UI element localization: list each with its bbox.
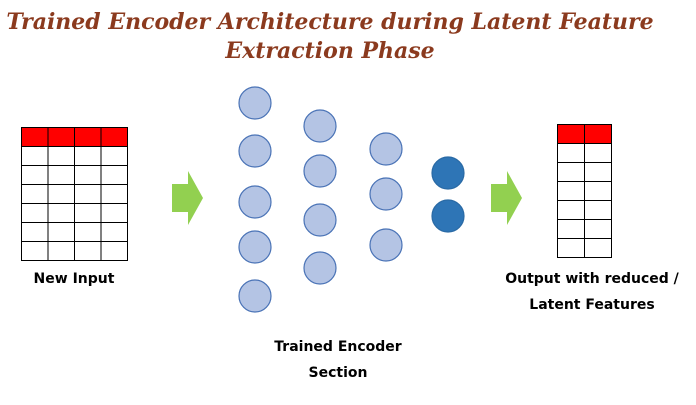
neuron bbox=[303, 251, 337, 285]
input-label: New Input bbox=[22, 266, 126, 292]
output-table-cell bbox=[584, 162, 612, 182]
encoder-label-line-2: Section bbox=[308, 365, 368, 381]
input-table-cell bbox=[47, 146, 75, 166]
input-table-header-cell bbox=[74, 127, 102, 147]
neuron bbox=[369, 132, 403, 166]
input-table-header-cell bbox=[21, 127, 49, 147]
input-table bbox=[21, 127, 128, 261]
output-table-cell bbox=[584, 143, 612, 163]
input-table-cell bbox=[74, 146, 102, 166]
input-table-cell bbox=[21, 184, 49, 204]
output-table-cell bbox=[584, 200, 612, 220]
input-table-cell bbox=[100, 165, 128, 185]
output-table-cell bbox=[557, 200, 585, 220]
output-table-cell bbox=[584, 219, 612, 239]
input-table-cell bbox=[47, 203, 75, 223]
input-table-cell bbox=[74, 184, 102, 204]
output-table-cell bbox=[584, 181, 612, 201]
neuron bbox=[238, 279, 272, 313]
title-line-1: Trained Encoder Architecture during Late… bbox=[6, 9, 654, 35]
title-line-2: Extraction Phase bbox=[225, 38, 435, 64]
output-table-cell bbox=[557, 162, 585, 182]
encoder-network bbox=[238, 86, 465, 313]
neuron bbox=[238, 230, 272, 264]
input-table-cell bbox=[74, 203, 102, 223]
encoder-label: Trained Encoder Section bbox=[258, 334, 418, 386]
input-table-cell bbox=[47, 165, 75, 185]
input-table-cell bbox=[21, 146, 49, 166]
neuron bbox=[303, 203, 337, 237]
neuron bbox=[303, 154, 337, 188]
output-table bbox=[557, 124, 612, 258]
encoder-label-line-1: Trained Encoder bbox=[274, 339, 402, 355]
neuron bbox=[238, 134, 272, 168]
output-table-header-cell bbox=[557, 124, 585, 144]
input-table-cell bbox=[21, 203, 49, 223]
input-label-text: New Input bbox=[33, 271, 115, 287]
input-table-cell bbox=[100, 241, 128, 261]
input-table-cell bbox=[100, 184, 128, 204]
diagram-title: Trained Encoder Architecture during Late… bbox=[0, 8, 660, 66]
input-table-cell bbox=[100, 203, 128, 223]
input-table-cell bbox=[74, 222, 102, 242]
input-table-cell bbox=[21, 222, 49, 242]
latent-neuron bbox=[431, 199, 465, 233]
neuron bbox=[238, 86, 272, 120]
right-arrow-icon bbox=[491, 171, 522, 225]
input-table-cell bbox=[100, 146, 128, 166]
output-table-header-cell bbox=[584, 124, 612, 144]
input-table-cell bbox=[47, 184, 75, 204]
output-table-cell bbox=[557, 219, 585, 239]
input-table-header-cell bbox=[47, 127, 75, 147]
input-table-cell bbox=[47, 241, 75, 261]
input-table-cell bbox=[21, 165, 49, 185]
input-table-header-cell bbox=[100, 127, 128, 147]
input-table-cell bbox=[47, 222, 75, 242]
output-table-cell bbox=[557, 238, 585, 258]
input-table-cell bbox=[21, 241, 49, 261]
input-table-cell bbox=[74, 241, 102, 261]
output-table-cell bbox=[557, 181, 585, 201]
neuron bbox=[369, 177, 403, 211]
neuron bbox=[303, 109, 337, 143]
latent-neuron bbox=[431, 156, 465, 190]
right-arrow-icon bbox=[172, 171, 203, 225]
input-table-cell bbox=[74, 165, 102, 185]
output-label-line-2: Latent Features bbox=[529, 297, 655, 313]
neuron bbox=[369, 228, 403, 262]
output-label: Output with reduced / Latent Features bbox=[490, 266, 694, 318]
output-table-cell bbox=[557, 143, 585, 163]
neuron bbox=[238, 185, 272, 219]
input-table-cell bbox=[100, 222, 128, 242]
output-table-cell bbox=[584, 238, 612, 258]
output-label-line-1: Output with reduced / bbox=[505, 271, 679, 287]
